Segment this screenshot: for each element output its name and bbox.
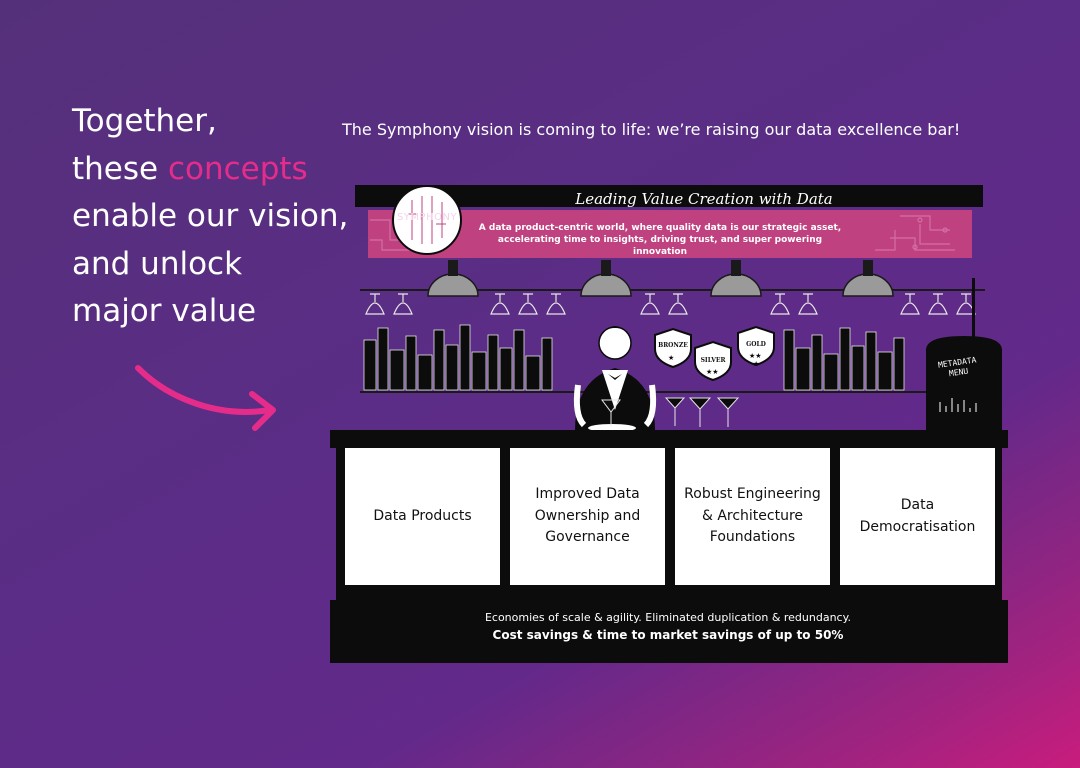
banner-title: Leading Value Creation with Data: [575, 190, 833, 208]
curved-arrow-icon: [135, 365, 276, 431]
headline-line-2: these concepts: [72, 146, 362, 194]
banner-text: A data product-centric world, where qual…: [478, 223, 842, 257]
pillar-label: Improved Data Ownership and Governance: [534, 486, 641, 546]
headline-accent-word: concepts: [167, 150, 308, 187]
pillar-data-ownership: Improved Data Ownership and Governance: [510, 448, 665, 585]
subtitle: The Symphony vision is coming to life: w…: [342, 120, 961, 139]
badge-bronze: BRONZE: [658, 342, 688, 349]
pillar-label: Robust Engineering & Architecture Founda…: [684, 486, 821, 546]
badge-gold: GOLD: [746, 341, 766, 348]
pillar-label: Data Democratisation: [859, 497, 976, 535]
footer-line-2: Cost savings & time to market savings of…: [492, 628, 844, 642]
bartender-figure: [573, 326, 657, 432]
svg-text:★: ★: [668, 354, 674, 362]
pillar-data-democratisation: Data Democratisation: [840, 448, 995, 585]
badge-silver: SILVER: [700, 357, 726, 364]
headline-line-5: major value: [72, 293, 257, 329]
symphony-logo: SYMPHONY: [396, 212, 458, 223]
headline-line-4: and unlock: [72, 245, 243, 282]
pillar-data-products: Data Products: [345, 448, 500, 585]
pillar-engineering-foundations: Robust Engineering & Architecture Founda…: [675, 448, 830, 585]
headline-line-2-prefix: these: [72, 150, 168, 187]
pillar-label: Data Products: [373, 507, 472, 524]
svg-text:★: ★: [753, 360, 759, 368]
svg-text:★★: ★★: [749, 352, 762, 360]
headline-line-3: enable our vision,: [72, 198, 349, 234]
svg-text:★★: ★★: [706, 368, 719, 376]
footer-line-1: Economies of scale & agility. Eliminated…: [484, 611, 852, 624]
headline-line-1: Together,: [72, 103, 217, 139]
headline: Together, these concepts enable our visi…: [72, 98, 362, 336]
